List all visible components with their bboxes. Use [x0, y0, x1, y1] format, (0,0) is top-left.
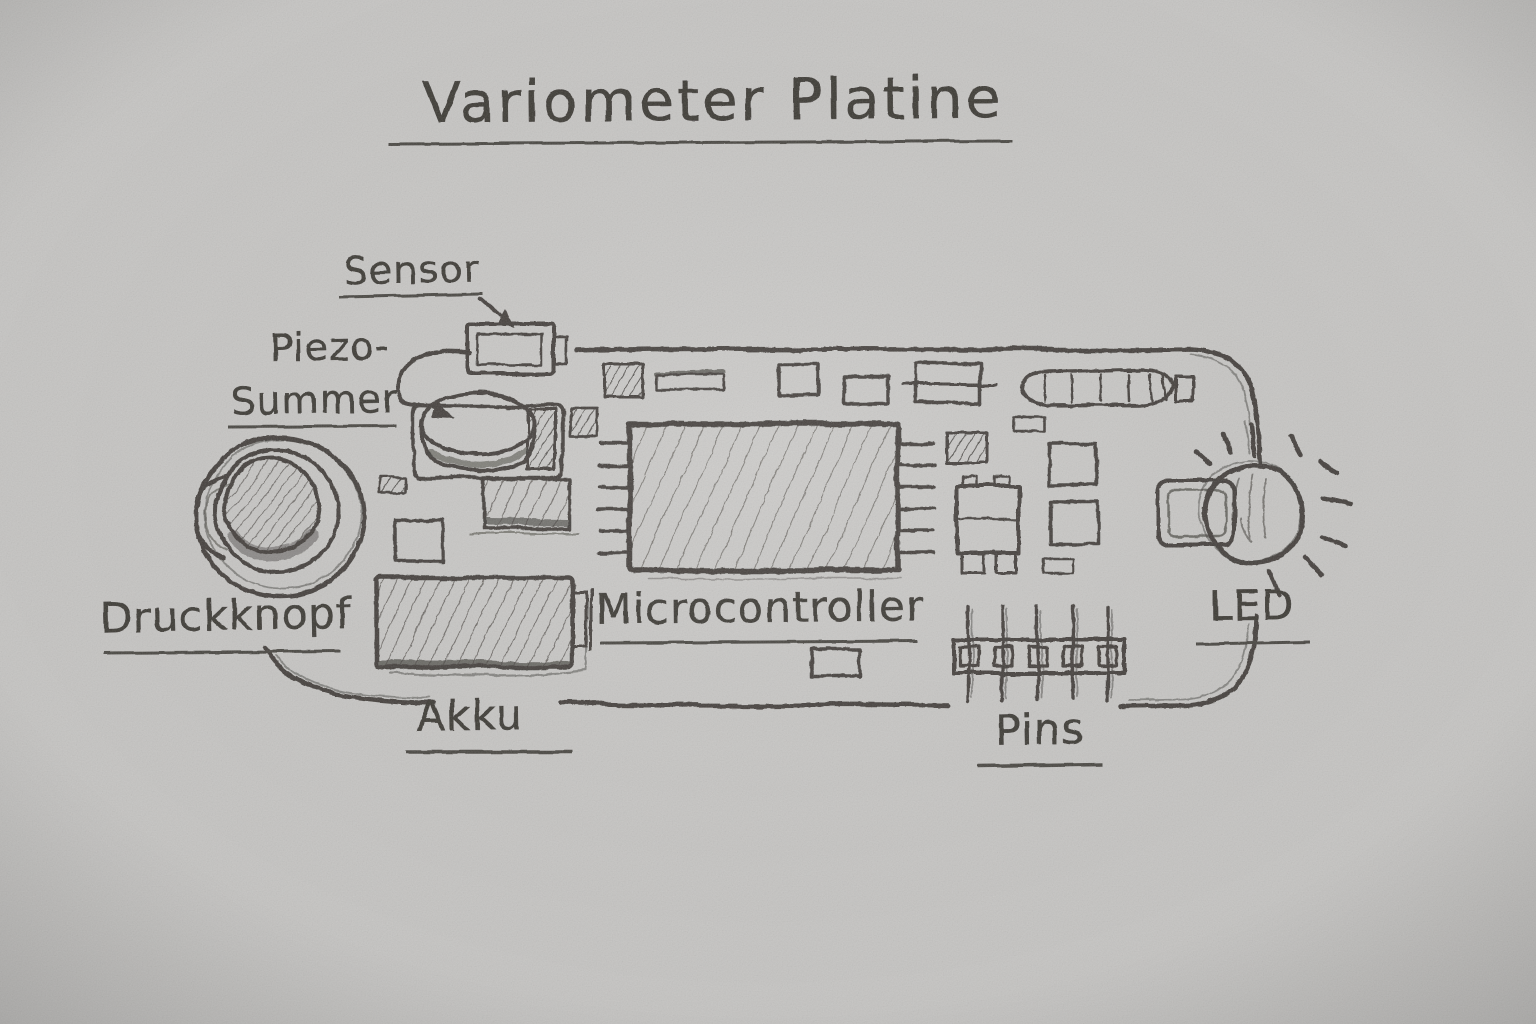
sketch-canvas: Variometer Platine Sensor Piezo- Summer …	[0, 0, 1536, 1024]
vignette	[0, 0, 1536, 1024]
